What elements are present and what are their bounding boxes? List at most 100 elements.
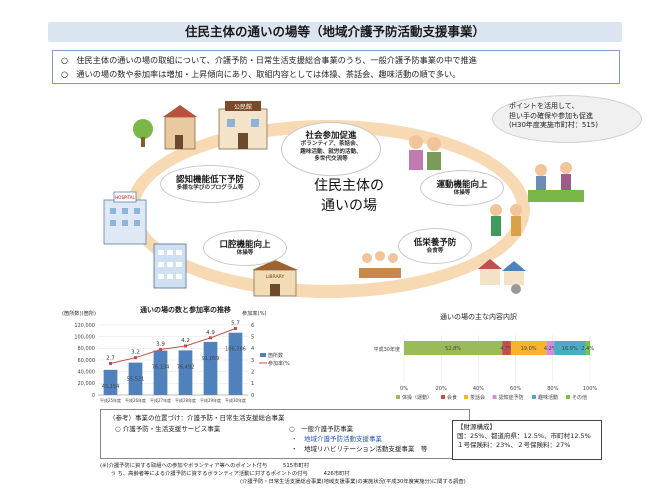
bar-value-label: 106,766 — [225, 347, 246, 353]
dining-group-icon — [359, 251, 401, 278]
y2-tick-label: 3 — [251, 358, 254, 364]
reference-header: （参考）事業の位置づけ：介護予防・日常生活支援総合事業 — [109, 414, 285, 422]
stacked-segment — [585, 341, 590, 355]
legend-label: 趣味活動 — [538, 394, 558, 401]
point-callout: ポイントを活用して、 担い手の確保や参加も促進 (H30年度実施市町村：515) — [492, 95, 642, 143]
rate-point — [134, 356, 137, 360]
x-tick-label: 80% — [547, 386, 558, 392]
segment-label: 4.7% — [500, 346, 513, 352]
category-label: 平成30年度 — [374, 346, 400, 353]
bar-value-label: 55,521 — [127, 377, 145, 383]
x-tick-label: 平成29年度 — [200, 397, 221, 403]
bubble-nutrition-sub: 会食等 — [426, 248, 444, 254]
stacked-segment — [502, 341, 511, 355]
rate-line — [110, 328, 236, 364]
x-tick-label: 平成27年度 — [150, 397, 171, 403]
callout-line-1: ポイントを活用して、 — [509, 102, 579, 110]
bubble-oral-title: 口腔機能向上 — [219, 240, 271, 250]
rate-label: 2.7 — [106, 356, 115, 362]
bubble-exercise: 運動機能向上 体操等 — [420, 170, 504, 206]
hospital-label: HOSPITAL — [115, 195, 135, 200]
fiscal-box: 【財源構成】 国：25%、都道府県：12.5%、市町村12.5% １号保険料：2… — [452, 420, 602, 460]
bar-value-label: 91,059 — [202, 356, 220, 362]
segment-label: 4.2% — [544, 346, 557, 352]
center-text-line-1: 住民主体の — [314, 178, 384, 194]
stacked-segment — [404, 341, 503, 355]
y2-tick-label: 4 — [251, 346, 254, 352]
elderly-couple-icon — [409, 135, 441, 170]
bar — [103, 369, 118, 395]
legend-label: 会食 — [447, 394, 457, 401]
bar — [228, 332, 243, 395]
y-tick-label: 120,000 — [74, 323, 95, 329]
left-chart-title: 通いの場の数と参加率の推移 — [140, 306, 231, 314]
bubble-oral: 口腔機能向上 体操等 — [203, 230, 287, 266]
x-tick-label: 40% — [473, 386, 484, 392]
fiscal-title: 【財源構成】 — [457, 423, 496, 431]
segment-label: 52.8% — [445, 346, 461, 352]
fiscal-line-1: 国：25%、都道府県：12.5%、市町村12.5% — [457, 432, 591, 440]
bar — [128, 362, 143, 395]
rate-label: 4.9 — [206, 330, 215, 336]
legend-label: 認知症予防 — [499, 394, 524, 401]
library-icon: LIBRARY — [252, 260, 298, 297]
bar — [153, 350, 168, 395]
right-axis-title: 参加率(%) — [242, 309, 267, 317]
bar-value-label: 76,134 — [152, 365, 170, 371]
legend-label: 体操（運動） — [402, 394, 432, 401]
summary-line-1: ○ 住民主体の通いの場の取組について、介護予防・日常生活支援総合事業のうち、一般… — [61, 55, 477, 65]
reference-left-item: ○ 介護予防・生活支援サービス事業 — [115, 425, 221, 433]
callout-line-3: (H30年度実施市町村：515) — [509, 121, 598, 129]
legend-swatch — [532, 395, 536, 399]
bar — [178, 350, 193, 395]
x-tick-label: 平成30年度 — [225, 397, 246, 403]
bubble-exercise-title: 運動機能向上 — [436, 180, 488, 190]
stacked-segment — [554, 341, 586, 355]
legend-swatch — [396, 395, 400, 399]
rate-point — [109, 362, 112, 365]
x-tick-label: 20% — [436, 386, 447, 392]
y-tick-label: 20,000 — [78, 381, 96, 387]
fiscal-line-2: １号保険料：23%、２号保険料：27% — [457, 441, 571, 449]
bar-value-label: 43,154 — [102, 384, 120, 390]
legend-swatch — [441, 395, 445, 399]
segment-label: 16.9% — [562, 346, 578, 352]
bubble-nutrition: 低栄養予防 会食等 — [398, 228, 472, 264]
reference-right-2: ・ 地域介護予防活動支援事業 — [291, 435, 382, 443]
x-tick-label: 0% — [400, 386, 408, 392]
y2-tick-label: 1 — [251, 381, 254, 387]
note-1: (※)介護予防に資する取組への参加やボランティア等へのポイント付与 515市町村 — [100, 463, 310, 469]
garden-people-icon — [528, 162, 584, 202]
bubble-exercise-sub: 体操等 — [453, 190, 471, 196]
x-tick-label: 100% — [583, 386, 598, 392]
reference-box: （参考）事業の位置づけ：介護予防・日常生活支援総合事業 ○ 介護予防・生活支援サ… — [100, 409, 470, 459]
legend-swatch — [566, 395, 570, 399]
bubble-social-sub-3: 多世代交流等 — [314, 156, 348, 162]
apartment-icon — [153, 243, 187, 289]
stacked-segment — [510, 341, 547, 355]
legend-label-bars: 箇所数 — [268, 352, 283, 359]
callout-line-2: 担い手の確保や参加も促進 — [509, 111, 593, 120]
rate-point — [159, 348, 162, 351]
legend-label: その他 — [572, 394, 587, 401]
bubble-social-participation: 社会参加促進 ボランティア、茶話会、 趣味活動、就労的活動、 多世代交流等 — [281, 122, 381, 176]
x-tick-label: 60% — [510, 386, 521, 392]
y-tick-label: 0 — [92, 393, 95, 399]
notes: (※)介護予防に資する取組への参加やボランティア等へのポイント付与 515市町村… — [100, 462, 600, 486]
legend-label-line: 参加率(%) — [268, 360, 290, 367]
x-tick-label: 平成25年度 — [100, 397, 121, 403]
y2-tick-label: 5 — [251, 334, 254, 340]
hospital-icon: HOSPITAL — [103, 191, 147, 245]
y-tick-label: 60,000 — [78, 358, 96, 364]
bubble-nutrition-title: 低栄養予防 — [413, 238, 457, 248]
segment-label: 2.4% — [581, 346, 594, 352]
x-tick-label: 平成28年度 — [175, 397, 196, 403]
page-title: 住民主体の通いの場等（地域介護予防活動支援事業） — [48, 22, 622, 42]
bubble-social-title: 社会参加促進 — [305, 131, 357, 141]
town-buildings-icon: 公民館 — [133, 101, 268, 150]
summary-line-2: ○ 通いの場の数や参加率は増加・上昇傾向にあり、取組内容としては体操、茶話会、趣… — [61, 69, 461, 79]
y2-tick-label: 2 — [251, 369, 254, 375]
legend-label: 茶話会 — [470, 394, 485, 401]
x-tick-label: 平成26年度 — [125, 397, 146, 403]
